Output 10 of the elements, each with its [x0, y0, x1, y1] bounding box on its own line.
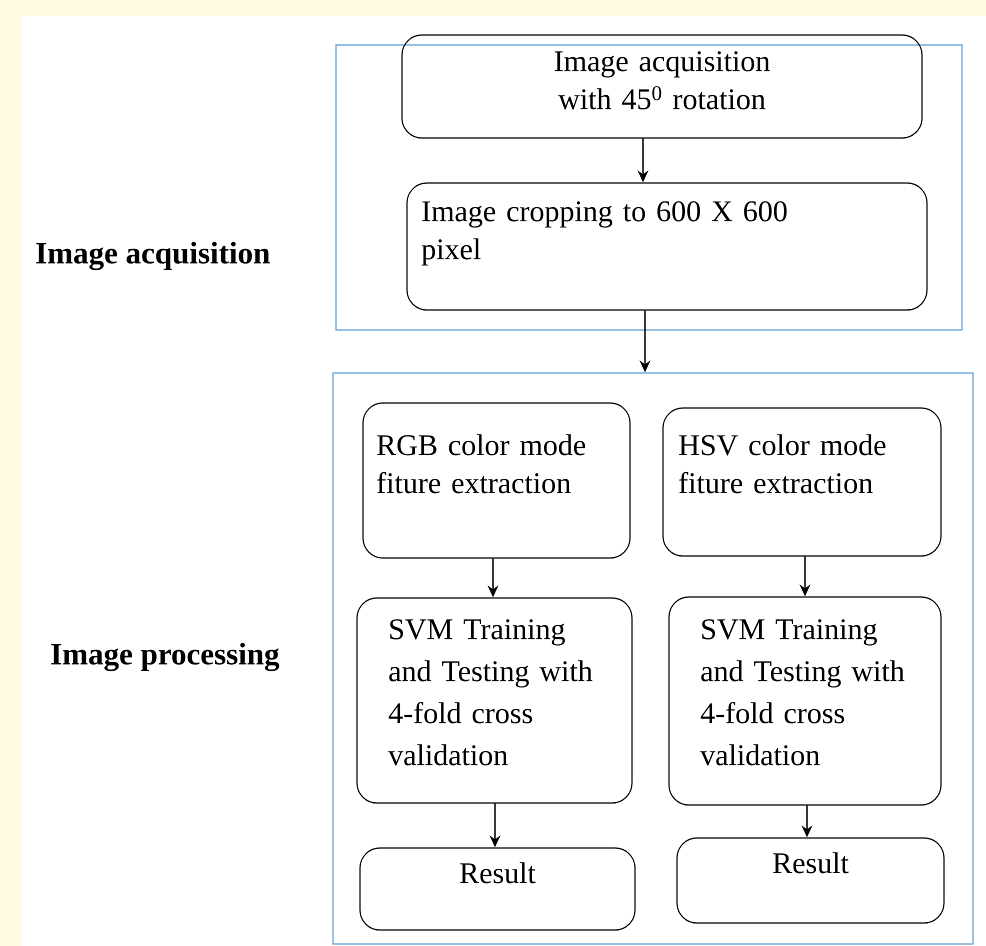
- process-box: Result: [676, 837, 945, 924]
- process-box: Image cropping to 600 X 600 pixel: [406, 182, 928, 311]
- process-box: Image acquisition with 45$^{0}$ rotation: [401, 34, 923, 139]
- process-box: Result: [359, 847, 636, 931]
- group-heading: Image acquisition: [36, 242, 270, 270]
- process-box: SVM Training and Testing with 4-fold cross validation: [668, 596, 942, 806]
- process-box: SVM Training and Testing with 4-fold cross validation: [356, 597, 633, 804]
- process-box: HSV color mode fiture extraction: [662, 407, 942, 557]
- group-heading: Image processing: [51, 642, 280, 672]
- process-box: RGB color mode fiture extraction: [362, 402, 631, 559]
